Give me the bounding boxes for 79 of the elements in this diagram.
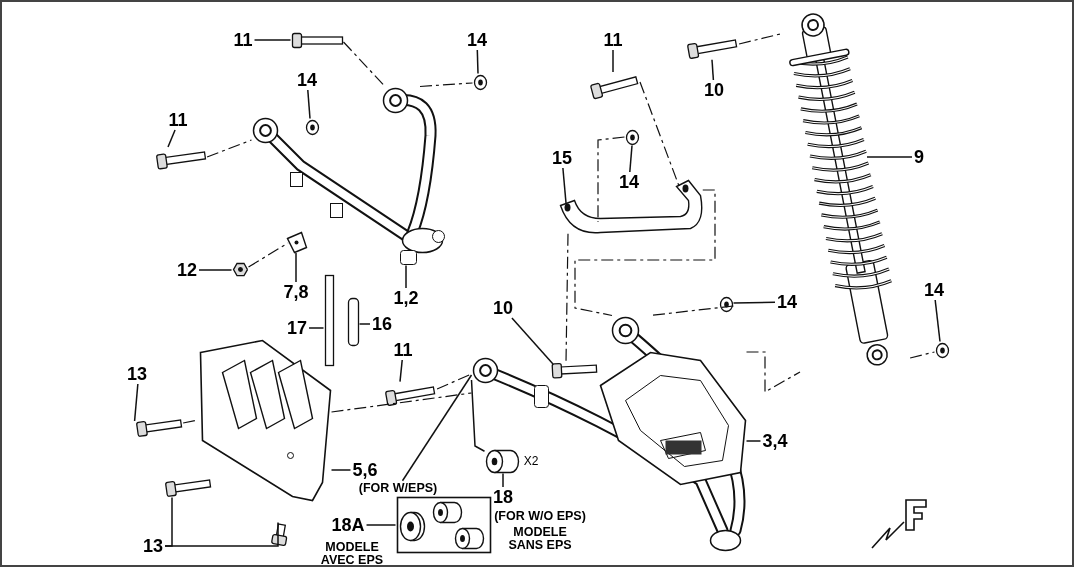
assembly-centerline [738, 33, 781, 45]
leader-line [711, 59, 715, 81]
part-number: 18A [331, 515, 365, 535]
part-number: 17 [287, 318, 307, 338]
assembly-centerline [330, 392, 473, 413]
leader-line [405, 264, 407, 289]
fitment-note: (FOR W/EPS) [358, 480, 438, 495]
bushing [484, 448, 520, 474]
model-note: MODELE SANS EPS [507, 526, 573, 553]
leader-line [934, 299, 941, 343]
part-number: 13 [127, 364, 147, 384]
leader-line [612, 49, 614, 73]
nut [231, 262, 249, 278]
leader-line [133, 383, 139, 422]
part-number: 18 [493, 487, 513, 507]
skid-guard [198, 338, 332, 502]
lower-control-arm [471, 315, 747, 552]
leader-line [167, 129, 176, 148]
washer [718, 295, 734, 313]
upper-control-arm [251, 86, 446, 266]
leader-line [629, 144, 633, 173]
assembly-centerline [597, 136, 626, 223]
leader-line [307, 89, 311, 120]
assembly-centerline [639, 81, 680, 187]
assembly-centerline [909, 351, 936, 359]
part-number: 1,2 [393, 288, 419, 308]
assembly-centerline [745, 351, 801, 394]
part-number: 12 [177, 260, 197, 280]
leader-line [164, 521, 279, 547]
leader-line [502, 472, 504, 488]
assembly-centerline [342, 41, 386, 88]
leader-line [253, 39, 292, 41]
clip [323, 273, 335, 367]
leader-line [866, 156, 913, 158]
leader-line [401, 374, 473, 482]
part-number: 16 [372, 314, 392, 334]
leader-line [732, 301, 776, 304]
part-number: 10 [493, 298, 513, 318]
assembly-centerline [206, 139, 253, 158]
leader-line [399, 359, 403, 383]
part-number: 7,8 [283, 282, 309, 302]
assembly-centerline [419, 82, 474, 88]
part-number: 11 [603, 30, 623, 50]
bolt [290, 31, 344, 49]
leader-line [476, 49, 479, 75]
part-number: 5,6 [352, 460, 378, 480]
leader-line [365, 524, 397, 526]
leader-line [295, 252, 297, 283]
leader-line [308, 327, 325, 329]
part-number: 14 [619, 172, 639, 192]
part-number: 14 [924, 280, 944, 300]
part-number: 15 [552, 148, 572, 168]
quantity-label: X2 [523, 455, 539, 468]
part-number: 3,4 [762, 431, 788, 451]
model-note: MODELE AVEC EPS [319, 541, 385, 568]
part-number: 10 [704, 80, 724, 100]
part-number: 9 [914, 147, 924, 167]
part-number: 11 [393, 340, 413, 360]
leader-line [358, 323, 371, 325]
leader-line [511, 317, 554, 365]
part-number: 14 [297, 70, 317, 90]
washer [934, 341, 950, 359]
leader-line [470, 379, 486, 453]
leader-line [745, 440, 762, 442]
part-number: 11 [168, 110, 188, 130]
part-number: 11 [233, 30, 253, 50]
clip [346, 296, 360, 347]
assembly-centerline [574, 189, 716, 317]
model-note: (FOR W/O EPS) [493, 510, 587, 524]
part-number: 13 [143, 536, 163, 556]
leader-line [330, 469, 352, 471]
leader-line [562, 167, 567, 204]
leader-line [198, 269, 233, 271]
part-number: 14 [467, 30, 487, 50]
part-number: 14 [777, 292, 797, 312]
washer [624, 128, 640, 146]
assembly-centerline [565, 233, 569, 363]
bushing-kit-panel [395, 495, 492, 554]
washer [472, 73, 488, 91]
